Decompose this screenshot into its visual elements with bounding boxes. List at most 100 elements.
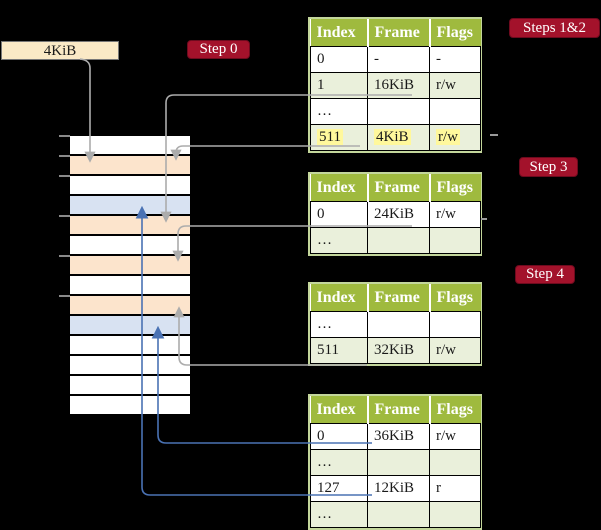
memory-tick <box>59 295 70 297</box>
table-cell <box>429 227 481 254</box>
table-cell: … <box>310 449 368 476</box>
memory-tick <box>59 255 70 257</box>
badge-step-4: Step 4 <box>515 265 575 284</box>
table-cell: r/w <box>429 337 481 364</box>
table-row: 0-- <box>310 46 481 73</box>
memory-frame-row <box>70 174 190 194</box>
table-cell: 511 <box>310 124 368 151</box>
table-cell: - <box>429 46 481 73</box>
table-cell: … <box>310 98 368 125</box>
table-cell <box>367 311 430 338</box>
memory-tick <box>59 215 70 217</box>
memory-frame-row <box>70 394 190 414</box>
memory-frame-row <box>70 294 190 314</box>
memory-tick <box>59 175 70 177</box>
table-cell: 4KiB <box>367 124 430 151</box>
row-reference-stub <box>490 134 498 136</box>
frame-size-box: 4KiB <box>1 41 119 60</box>
highlight-mark: r/w <box>436 129 460 145</box>
table-cell: 1 <box>310 72 368 99</box>
table-cell <box>367 98 430 125</box>
table-header-cell: Frame <box>366 19 430 47</box>
table-row: … <box>310 449 481 476</box>
table-row: 511 4KiB r/w <box>310 124 481 151</box>
table-header-cell: Frame <box>366 396 430 424</box>
table-cell: r/w <box>429 201 481 228</box>
table-cell: 0 <box>310 201 368 228</box>
memory-frame-row <box>70 214 190 234</box>
table-row: … <box>310 227 481 254</box>
table-cell: 127 <box>310 475 368 502</box>
table-cell: 16KiB <box>367 72 430 99</box>
badge-step-3: Step 3 <box>519 157 578 177</box>
memory-tick <box>59 155 70 157</box>
memory-frame-row <box>70 274 190 294</box>
physical-memory-column <box>70 134 190 416</box>
table-cell: r/w <box>429 124 481 151</box>
table-header-cell: Index <box>310 396 368 424</box>
table-header-cell: Index <box>310 19 368 47</box>
table-cell: r/w <box>429 423 481 450</box>
highlight-mark: 4KiB <box>374 129 411 145</box>
table-cell: 511 <box>310 337 368 364</box>
table-cell: 0 <box>310 46 368 73</box>
table-header-cell: Index <box>310 284 368 312</box>
table-cell <box>429 98 481 125</box>
memory-frame-row <box>70 154 190 174</box>
memory-frame-row <box>70 334 190 354</box>
table-header-cell: Flags <box>428 174 481 202</box>
memory-frame-row <box>70 234 190 254</box>
memory-frame-row <box>70 314 190 334</box>
row-reference-stub <box>481 218 487 220</box>
table-cell: r/w <box>429 72 481 99</box>
table-header-cell: Frame <box>366 174 430 202</box>
table-cell: 36KiB <box>367 423 430 450</box>
badge-steps-1-2: Steps 1&2 <box>509 18 600 38</box>
table-header-cell: Flags <box>428 396 481 424</box>
table-cell: … <box>310 227 368 254</box>
table-row: … <box>310 311 481 338</box>
memory-tick <box>59 135 70 137</box>
table-cell <box>367 449 430 476</box>
memory-frame-row <box>70 194 190 214</box>
table-cell <box>367 501 430 528</box>
table-cell: 24KiB <box>367 201 430 228</box>
table-cell: … <box>310 311 368 338</box>
table-row: … <box>310 501 481 528</box>
highlight-mark: 511 <box>317 129 343 145</box>
table-header-cell: Index <box>310 174 368 202</box>
memory-frame-row <box>70 374 190 394</box>
memory-frame-row <box>70 254 190 274</box>
memory-frame-row <box>70 354 190 374</box>
table-header-cell: Flags <box>428 19 481 47</box>
table-header-cell: Flags <box>428 284 481 312</box>
memory-frame-row <box>70 134 190 154</box>
table-cell: … <box>310 501 368 528</box>
table-row: … <box>310 98 481 125</box>
table-cell <box>367 227 430 254</box>
table-cell: 0 <box>310 423 368 450</box>
table-cell: 12KiB <box>367 475 430 502</box>
table-cell: r <box>429 475 481 502</box>
badge-step-0: Step 0 <box>187 40 250 59</box>
table-cell <box>429 501 481 528</box>
table-cell <box>429 311 481 338</box>
table-cell: 32KiB <box>367 337 430 364</box>
